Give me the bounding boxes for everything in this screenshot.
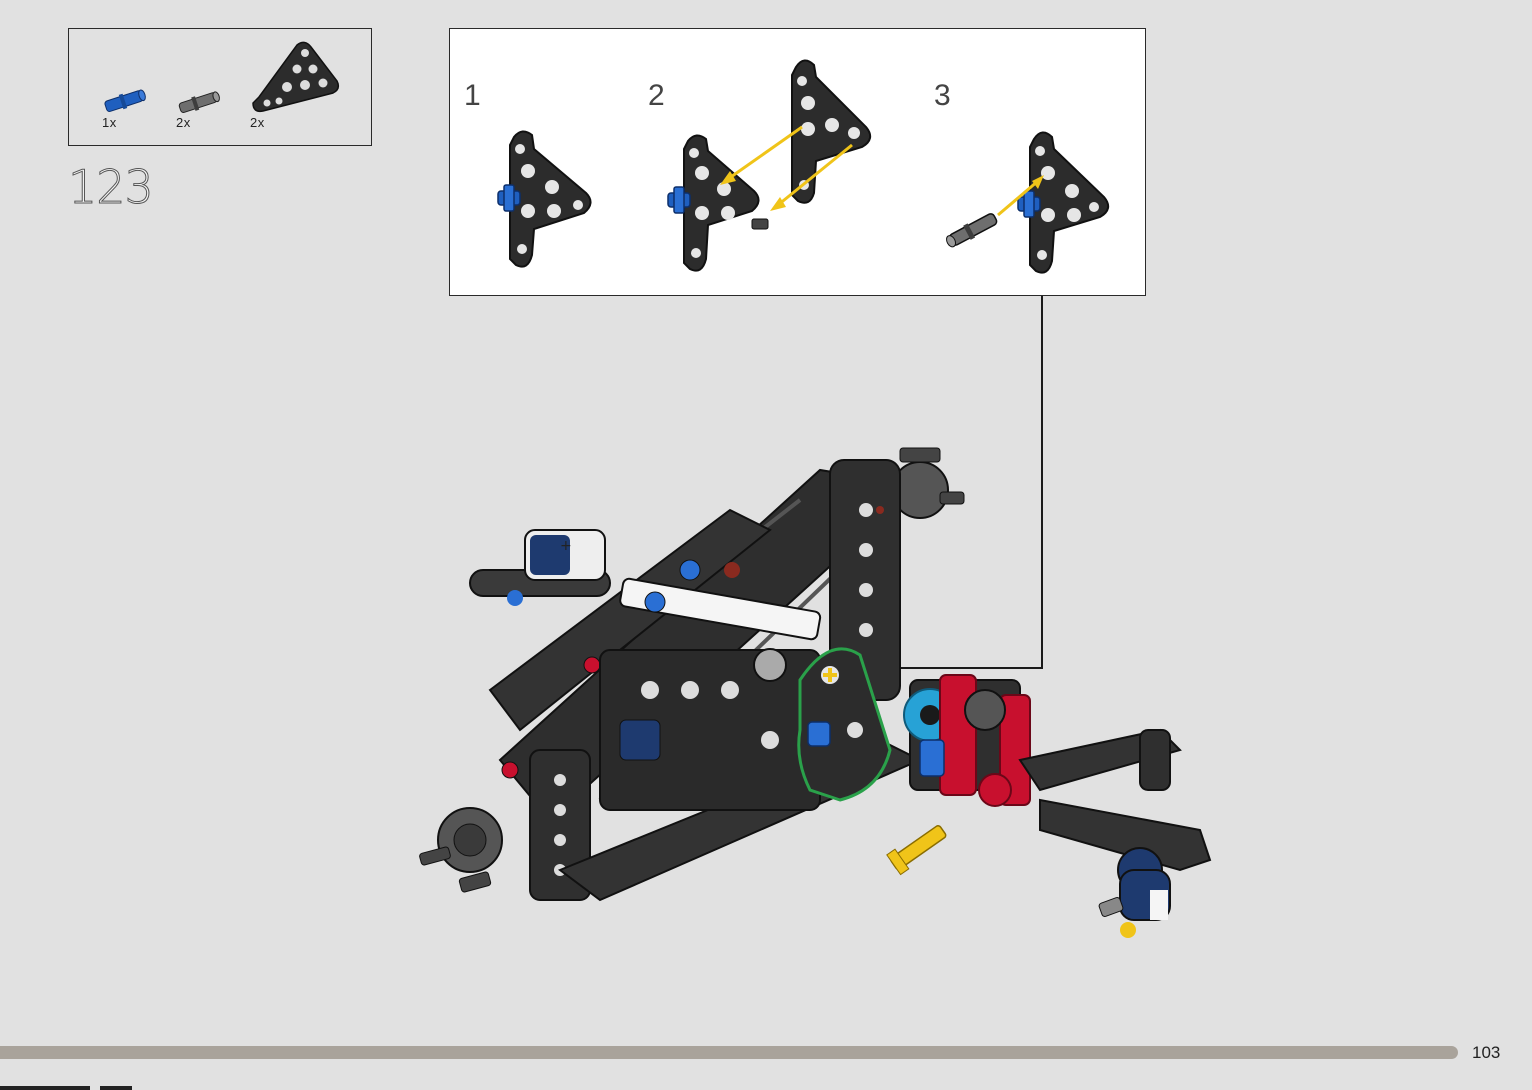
footer-progress-bar — [0, 1046, 1458, 1059]
svg-text:+: + — [560, 538, 572, 554]
main-model-illustration: + — [400, 430, 1230, 960]
page-number: 103 — [1472, 1043, 1500, 1063]
bottom-edge-mark — [100, 1086, 132, 1090]
bottom-edge-mark — [0, 1086, 90, 1090]
